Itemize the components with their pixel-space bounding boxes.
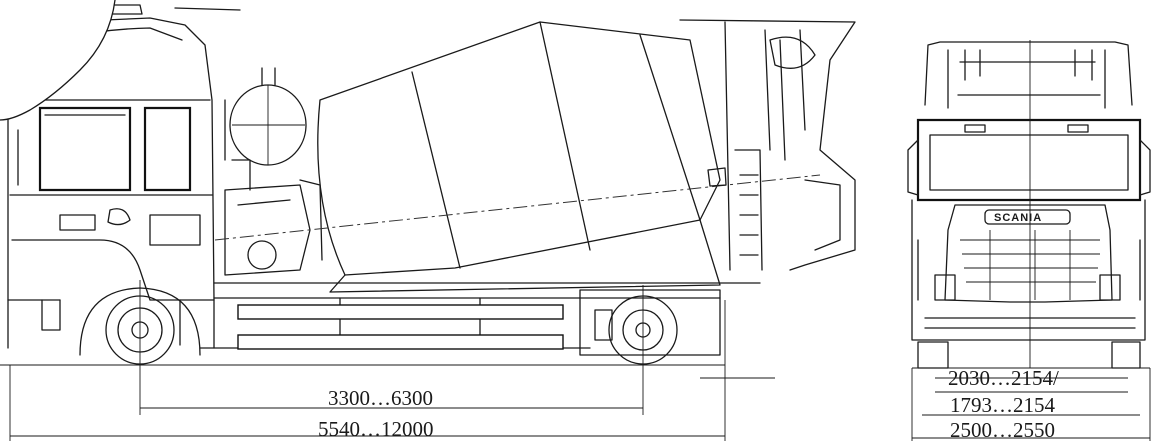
track-dimension-2: 1793…2154 bbox=[950, 393, 1056, 417]
front-view: SCANIA 2030…2154/ 1793…2154 2500…2550 bbox=[907, 40, 1151, 441]
rear-wheel bbox=[579, 285, 775, 415]
overall-length-dimension: 5540…12000 bbox=[318, 417, 434, 441]
mixer-drum bbox=[214, 21, 821, 293]
front-dimensions bbox=[911, 367, 1151, 441]
corner-logo bbox=[0, 0, 115, 120]
side-dimensions bbox=[0, 300, 726, 441]
cab-side bbox=[7, 4, 241, 349]
radiator-grille: SCANIA bbox=[944, 204, 1113, 303]
redacted-field-1 bbox=[237, 304, 564, 320]
hopper-chute bbox=[679, 19, 856, 271]
grille-brand-label: SCANIA bbox=[994, 212, 1042, 224]
front-wheel bbox=[79, 280, 201, 415]
track-dimension-1: 2030…2154/ bbox=[948, 366, 1059, 390]
overall-width-dimension: 2500…2550 bbox=[950, 418, 1055, 441]
wheelbase-dimension: 3300…6300 bbox=[328, 386, 433, 410]
hydraulic-pump bbox=[224, 159, 323, 276]
side-view: 3300…6300 5540…12000 bbox=[0, 0, 856, 441]
corner-logo-edge bbox=[0, 0, 116, 121]
front-axle bbox=[917, 40, 1141, 369]
water-tank bbox=[224, 67, 307, 166]
redacted-field-2 bbox=[237, 334, 564, 350]
cab-front bbox=[907, 41, 1151, 341]
